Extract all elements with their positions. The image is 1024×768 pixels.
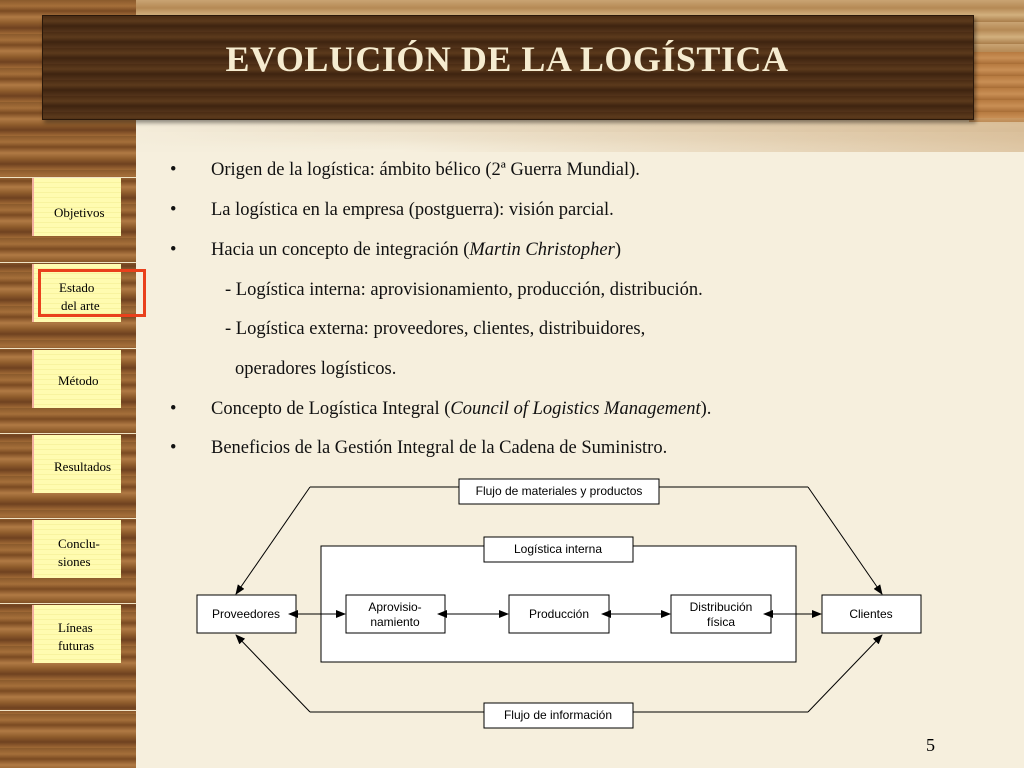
bullet-marker: • bbox=[170, 200, 177, 220]
nav-item-objetivos[interactable]: Objetivos bbox=[32, 178, 121, 236]
nav-divider bbox=[0, 433, 136, 434]
flujo-materiales-box bbox=[458, 478, 660, 505]
nav-item-conclusiones[interactable]: Conclu- siones bbox=[32, 520, 121, 578]
nav-divider bbox=[0, 177, 136, 178]
clientes-label: Clientes bbox=[849, 607, 892, 621]
nav-divider bbox=[0, 603, 136, 604]
bullet-text: Origen de la logística: ámbito bélico (2… bbox=[211, 160, 640, 180]
clientes-box bbox=[821, 594, 922, 634]
nav-divider bbox=[0, 348, 136, 349]
flujo-materiales-label: Flujo de materiales y productos bbox=[476, 484, 643, 498]
nav-label: Método bbox=[58, 373, 99, 388]
author-name: Martin Christopher bbox=[469, 240, 615, 260]
logistica-interna-box bbox=[483, 536, 634, 563]
material-flow-line bbox=[235, 486, 311, 595]
organization-name: Council of Logistics Management bbox=[450, 399, 701, 419]
proveedores-label: Proveedores bbox=[212, 607, 280, 621]
nav-label: futuras bbox=[58, 638, 95, 653]
nav-label: siones bbox=[58, 554, 91, 569]
nav-label: Objetivos bbox=[54, 205, 105, 220]
title-bar bbox=[42, 15, 974, 120]
nav-item-resultados[interactable]: Resultados bbox=[32, 435, 121, 493]
aprovisionamiento-label: namiento bbox=[370, 615, 420, 629]
wood-plank-decoration bbox=[969, 52, 1024, 122]
slide-title: EVOLUCIÓN DE LA LOGÍSTICA bbox=[225, 39, 789, 79]
nav-label: Conclu- bbox=[58, 536, 100, 551]
sub-text: - Logística interna: aprovisionamiento, … bbox=[225, 280, 703, 300]
aprovisionamiento-label: Aprovisio- bbox=[368, 600, 421, 614]
nav-label: Líneas bbox=[58, 620, 93, 635]
bullet-text: Hacia un concepto de integración (Martin… bbox=[211, 240, 621, 260]
nav-label: del arte bbox=[61, 298, 100, 313]
information-flow-line bbox=[235, 634, 311, 713]
bullet-marker: • bbox=[170, 399, 177, 419]
material-flow-line bbox=[807, 486, 883, 595]
nav-divider bbox=[0, 710, 136, 711]
bullet-text: Concepto de Logística Integral (Council … bbox=[211, 399, 712, 419]
nav-divider bbox=[0, 262, 136, 263]
flujo-informacion-box bbox=[483, 702, 634, 729]
bullet-marker: • bbox=[170, 240, 177, 260]
information-flow-line bbox=[807, 634, 883, 713]
bullet-marker: • bbox=[170, 160, 177, 180]
bullet-text: Beneficios de la Gestión Integral de la … bbox=[211, 438, 668, 458]
nav-label: Resultados bbox=[54, 459, 112, 474]
nav-item-estado-del-arte[interactable]: Estado del arte bbox=[32, 264, 121, 322]
nav-divider bbox=[0, 518, 136, 519]
nav-item-lineas-futuras[interactable]: Líneas futuras bbox=[32, 605, 121, 663]
logistica-interna-label: Logística interna bbox=[514, 542, 602, 556]
aprovisionamiento-box bbox=[345, 594, 446, 634]
sub-text: operadores logísticos. bbox=[235, 359, 397, 379]
sub-text: - Logística externa: proveedores, client… bbox=[225, 319, 646, 339]
current-section-highlight bbox=[38, 269, 146, 317]
produccion-box bbox=[508, 594, 610, 634]
page-number: 5 bbox=[926, 735, 935, 755]
wood-fade bbox=[136, 118, 1024, 152]
bullet-marker: • bbox=[170, 438, 177, 458]
distribucion-label: Distribución bbox=[690, 600, 753, 614]
content-area bbox=[136, 150, 1024, 768]
produccion-label: Producción bbox=[529, 607, 589, 621]
distribucion-label: física bbox=[707, 615, 735, 629]
nav-label: Estado bbox=[59, 280, 95, 295]
bullet-text: La logística en la empresa (postguerra):… bbox=[211, 200, 614, 220]
nav-item-metodo[interactable]: Método bbox=[32, 350, 121, 408]
flujo-informacion-label: Flujo de información bbox=[504, 708, 612, 722]
